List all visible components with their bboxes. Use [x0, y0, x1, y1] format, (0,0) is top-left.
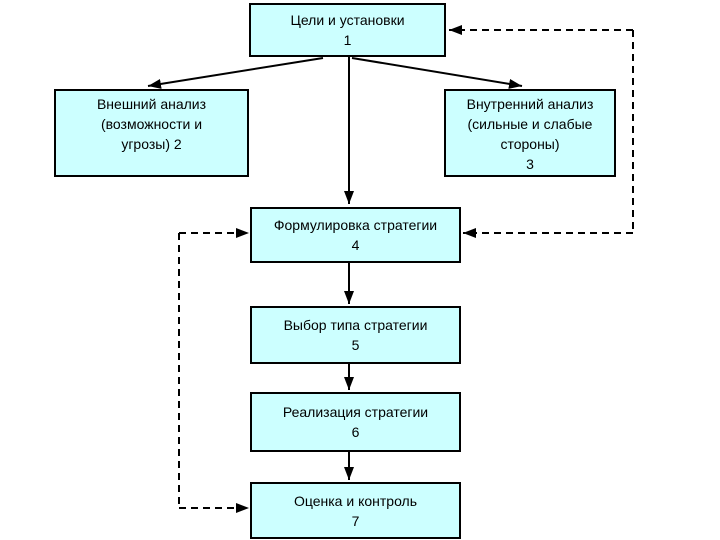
flowchart-box-strategy-type-selection: Выбор типа стратегии 5: [250, 306, 461, 364]
box-strategy-type-selection-label: Выбор типа стратегии 5: [283, 317, 428, 353]
flowchart-box-strategy-implementation: Реализация стратегии 6: [250, 392, 461, 452]
box-strategy-implementation-label: Реализация стратегии 6: [282, 404, 429, 440]
flowchart-box-external-analysis: Внешний анализ (возможности и угрозы) 2: [54, 89, 249, 177]
arrow-goals-to-internal-analysis: [351, 57, 523, 89]
arrow-goals-to-external-analysis: [147, 57, 324, 89]
flowchart-box-evaluation-and-control: Оценка и контроль 7: [250, 482, 461, 539]
box-evaluation-and-control-label: Оценка и контроль 7: [293, 492, 418, 529]
flowchart-box-internal-analysis: Внутренний анализ (сильные и слабые стор…: [444, 89, 616, 177]
flowchart-box-strategy-formulation: Формулировка стратегии 4: [250, 207, 461, 263]
box-strategy-formulation-label: Формулировка стратегии 4: [273, 217, 438, 253]
box-external-analysis-label: Внешний анализ (возможности и угрозы) 2: [96, 96, 207, 152]
box-internal-analysis-label: Внутренний анализ (сильные и слабые стор…: [466, 96, 594, 172]
box-goals-label: Цели и установки 1: [290, 12, 405, 48]
flowchart-box-goals: Цели и установки 1: [249, 3, 446, 57]
